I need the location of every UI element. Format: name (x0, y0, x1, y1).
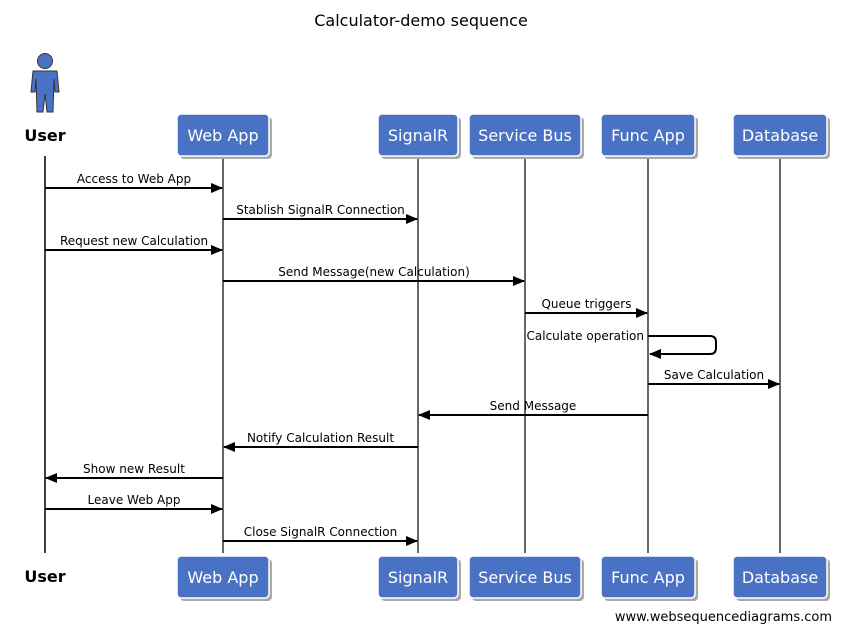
participant-label: Web App (187, 126, 258, 145)
message-3: Request new Calculation (45, 234, 223, 255)
participant-box (377, 113, 459, 157)
participant-label: SignalR (388, 568, 448, 587)
participant-label: Web App (187, 568, 258, 587)
participant-box (468, 555, 582, 599)
message-label: Notify Calculation Result (247, 431, 394, 445)
message-1: Access to Web App (45, 172, 223, 193)
participants-bottom: Web App SignalR Service Bus Func App Databas… (176, 555, 830, 601)
message-label: Access to Web App (77, 172, 191, 186)
message-7: Save Calculation (648, 368, 780, 389)
message-4: Send Message(new Calculation) (223, 265, 525, 286)
participants-top: Web App SignalR Service Bus Func App Databas… (176, 113, 830, 159)
message-8: Send Message (418, 399, 648, 420)
message-label: Send Message(new Calculation) (278, 265, 470, 279)
message-arrow (648, 335, 717, 359)
message-label: Leave Web App (88, 493, 181, 507)
participant-box (176, 113, 270, 157)
participant-webapp-bottom: Web App (176, 555, 272, 601)
participant-box (468, 113, 582, 157)
message-label: Show new Result (83, 462, 185, 476)
message-9: Notify Calculation Result (223, 431, 418, 452)
participant-label: Database (742, 126, 818, 145)
watermark: www.websequencediagrams.com (615, 610, 832, 625)
participant-label: SignalR (388, 126, 448, 145)
participant-box (600, 555, 696, 599)
message-label: Queue triggers (541, 297, 631, 311)
message-10: Show new Result (45, 462, 223, 483)
participant-webapp-top: Web App (176, 113, 272, 159)
participant-box (732, 555, 828, 599)
participant-funcapp-bottom: Func App (600, 555, 698, 601)
participant-signalr-top: SignalR (377, 113, 461, 159)
user-stick-figure-icon (30, 53, 60, 113)
message-11: Leave Web App (45, 493, 223, 514)
user-actor-top: User (24, 53, 66, 145)
participant-servicebus-bottom: Service Bus (468, 555, 584, 601)
participant-label: Database (742, 568, 818, 587)
message-6: Calculate operation (527, 329, 717, 359)
participant-database-top: Database (732, 113, 830, 159)
participant-database-bottom: Database (732, 555, 830, 601)
lifelines (44, 156, 781, 553)
user-actor-label-bottom: User (24, 567, 65, 586)
participant-box (600, 113, 696, 157)
message-2: Stablish SignalR Connection (223, 203, 418, 224)
participant-funcapp-top: Func App (600, 113, 698, 159)
message-5: Queue triggers (525, 297, 648, 318)
message-label: Save Calculation (664, 368, 764, 382)
participant-box (732, 113, 828, 157)
participant-box (377, 555, 459, 599)
participant-servicebus-top: Service Bus (468, 113, 584, 159)
message-label: Stablish SignalR Connection (236, 203, 405, 217)
participant-label: Func App (611, 568, 685, 587)
message-label: Request new Calculation (60, 234, 208, 248)
participant-label: Service Bus (478, 568, 572, 587)
message-label: Close SignalR Connection (244, 525, 397, 539)
participant-signalr-bottom: SignalR (377, 555, 461, 601)
diagram-title: Calculator-demo sequence (314, 11, 528, 30)
participant-label: Service Bus (478, 126, 572, 145)
message-label: Send Message (490, 399, 577, 413)
participant-box (176, 555, 270, 599)
message-label: Calculate operation (527, 329, 644, 343)
user-actor-label-top: User (24, 126, 65, 145)
message-12: Close SignalR Connection (223, 525, 418, 546)
participant-label: Func App (611, 126, 685, 145)
